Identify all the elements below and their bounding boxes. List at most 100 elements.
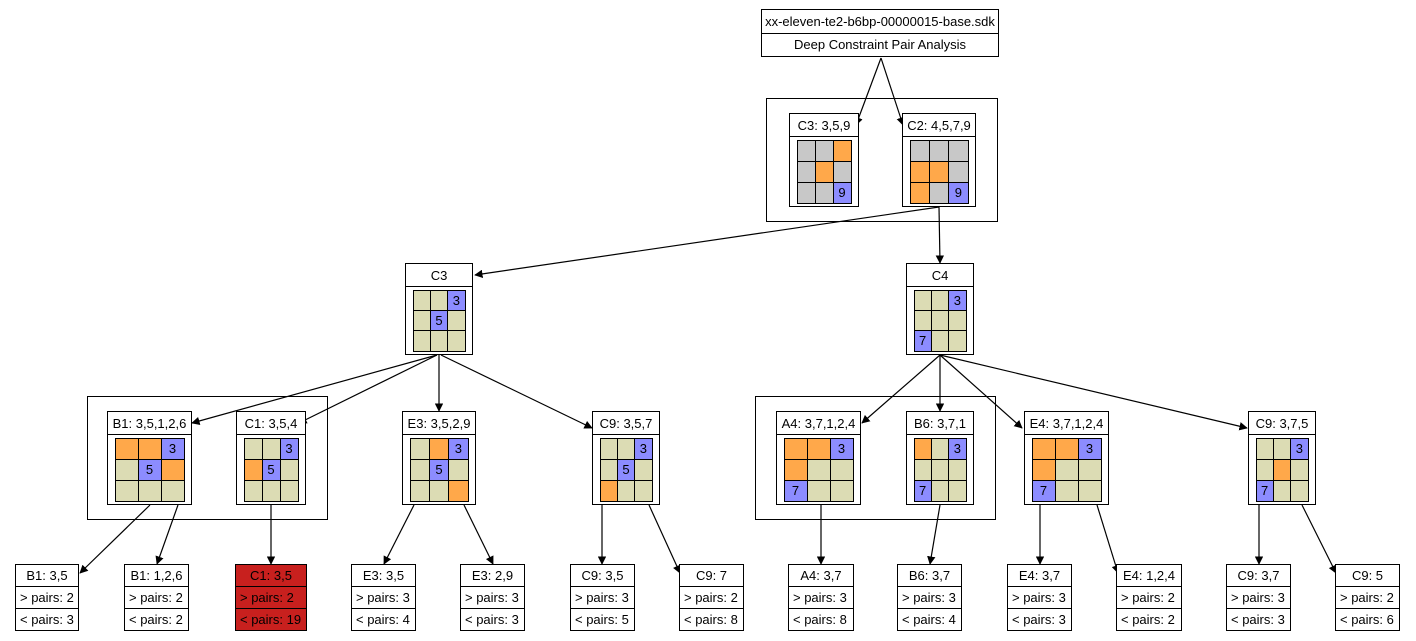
solved-cell: 9 [948, 181, 969, 204]
candidate-cell [909, 160, 930, 183]
leaf-lt-pairs: < pairs: 2 [1117, 608, 1181, 630]
node-label: C3: 3,5,9 [790, 114, 858, 137]
grid-cell [930, 437, 950, 460]
grid-cell [1272, 479, 1292, 502]
solved-cell: 3 [448, 437, 469, 460]
node-label: E3: 3,5,2,9 [403, 412, 475, 435]
candidate-cell [783, 458, 808, 481]
candidate-cell [1054, 437, 1079, 460]
edge-e3-l4 [383, 504, 415, 565]
title-filename: xx-eleven-te2-b6bp-00000015-base.sdk [765, 13, 995, 29]
grid-cell [137, 479, 162, 502]
solved-cell: 7 [1255, 479, 1274, 502]
leaf-title: B6: 3,7 [908, 568, 951, 583]
grid-cell [243, 479, 263, 502]
title-node: xx-eleven-te2-b6bp-00000015-base.sdk Dee… [761, 9, 999, 57]
grid-cell [412, 309, 431, 332]
grid-cell [806, 479, 831, 502]
edge-c2top-c3 [474, 206, 940, 279]
edge-b1-l1 [79, 504, 151, 574]
grid-cell [1290, 479, 1309, 502]
grid-cell [447, 309, 466, 332]
grid-cell [1077, 458, 1102, 481]
node-label: B1: 3,5,1,2,6 [108, 412, 191, 435]
edge-e4-l11 [1096, 504, 1120, 574]
node-label: A4: 3,7,1,2,4 [777, 412, 860, 435]
grid-cell [913, 289, 932, 311]
grid-cell [599, 458, 618, 481]
solved-cell: 3 [634, 437, 653, 460]
edge-b6-l9 [927, 504, 941, 565]
solved-cell: 3 [279, 437, 299, 460]
grid-cell [114, 458, 139, 481]
grid-cell [806, 458, 831, 481]
edge-c9a-l7 [648, 504, 681, 574]
grid-cell [409, 458, 430, 481]
leaf-lt-pairs: < pairs: 3 [461, 608, 524, 630]
grid-cell [429, 330, 449, 352]
leaf-node: C9: 3,5> pairs: 3< pairs: 5 [570, 564, 635, 631]
grid-cell [634, 458, 653, 481]
grid-cell [948, 160, 969, 183]
grid-cell [1054, 479, 1079, 502]
grid-cell [1077, 479, 1102, 502]
grid-cell [447, 330, 466, 352]
leaf-title: E4: 3,7 [1018, 568, 1061, 583]
leaf-gt-pairs: > pairs: 2 [1336, 586, 1399, 608]
grid-cell [279, 458, 299, 481]
candidate-cell [928, 160, 950, 183]
solved-cell: 3 [1290, 437, 1309, 460]
leaf-title: C9: 5 [1351, 568, 1384, 583]
title-subtitle: Deep Constraint Pair Analysis [762, 32, 998, 57]
grid-cell [796, 181, 816, 204]
solved-cell: 9 [832, 181, 852, 204]
edge-c2top-c4 [935, 206, 945, 264]
grid-cell [114, 479, 139, 502]
grid-cell [930, 309, 950, 332]
candidate-cell [1272, 458, 1292, 481]
leaf-gt-pairs: > pairs: 3 [898, 586, 961, 608]
grid-cell [814, 139, 834, 162]
solved-cell: 5 [137, 458, 162, 481]
edge-c3-c9a [440, 354, 593, 429]
grid-cell [930, 458, 950, 481]
node-c3-top: C3: 3,5,9 9 [789, 113, 859, 207]
grid-cell [261, 479, 281, 502]
leaf-lt-pairs: < pairs: 6 [1336, 608, 1399, 630]
candidate-cell [243, 458, 263, 481]
leaf-gt-pairs: > pairs: 3 [789, 586, 853, 608]
leaf-lt-pairs: < pairs: 8 [680, 608, 743, 630]
grid-cell [814, 181, 834, 204]
edge-c3-b1 [191, 354, 438, 426]
candidate-cell [160, 458, 185, 481]
leaf-lt-pairs: < pairs: 19 [236, 608, 306, 630]
leaf-node: A4: 3,7> pairs: 3< pairs: 8 [788, 564, 854, 631]
leaf-gt-pairs: > pairs: 3 [1227, 586, 1290, 608]
leaf-gt-pairs: > pairs: 2 [16, 586, 78, 608]
leaf-gt-pairs: > pairs: 3 [1008, 586, 1071, 608]
grid-cell [279, 479, 299, 502]
leaf-gt-pairs: > pairs: 2 [125, 586, 188, 608]
node-label: C3 [406, 264, 472, 287]
cluster-a4-b6 [755, 396, 996, 520]
leaf-lt-pairs: < pairs: 4 [898, 608, 961, 630]
solved-cell: 3 [948, 437, 967, 460]
grid-cell [428, 479, 450, 502]
grid-cell [448, 458, 469, 481]
node-label: C9: 3,5,7 [593, 412, 659, 435]
leaf-title: E3: 3,5 [362, 568, 405, 583]
cluster-b1-c1 [87, 396, 328, 520]
mini-grid: 9 [796, 139, 852, 204]
candidate-cell [1031, 458, 1056, 481]
leaf-lt-pairs: < pairs: 2 [125, 608, 188, 630]
grid-cell [261, 437, 281, 460]
leaf-title: C9: 3,5 [581, 568, 624, 583]
